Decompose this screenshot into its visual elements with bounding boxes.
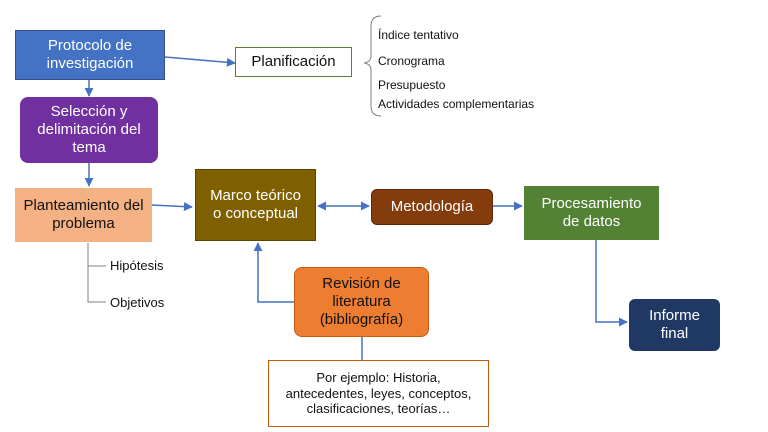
arrow-planteamiento-marco: [151, 202, 193, 212]
node-informe-label: Informe final: [649, 307, 700, 342]
tree-planteamiento-hipotesis: [87, 243, 106, 267]
arrow-procesamiento-informe: [595, 240, 628, 327]
node-protocolo-label: Protocolo de investigación: [46, 37, 134, 72]
node-planificacion: Planificación: [235, 47, 352, 77]
node-informe: Informe final: [629, 299, 720, 351]
planteamiento-item-hipotesis: Hipótesis: [110, 258, 164, 273]
planificacion-item: Índice tentativo: [378, 28, 459, 42]
node-procesamiento: Procesamiento de datos: [524, 186, 659, 240]
node-metodologia-label: Metodología: [390, 198, 474, 215]
node-seleccion: Selección y delimitación del tema: [20, 97, 158, 163]
planificacion-item: Actividades complementarias: [378, 97, 535, 111]
node-procesamiento-label: Procesamiento de datos: [541, 195, 642, 230]
node-planteamiento: Planteamiento del problema: [15, 188, 152, 242]
node-planificacion-label: Planificación: [251, 53, 336, 70]
node-marco: Marco teórico o conceptual: [195, 169, 316, 241]
node-seleccion-label: Selección y delimitación del tema: [37, 103, 141, 156]
planteamiento-item-objetivos: Objetivos: [110, 295, 165, 310]
node-metodologia: Metodología: [371, 189, 493, 225]
brace-planificacion: [363, 15, 382, 117]
arrow-protocolo-planificacion: [164, 56, 236, 67]
node-revision-label: Revisión de literatura (bibliografía): [319, 275, 404, 328]
node-protocolo: Protocolo de investigación: [15, 30, 165, 80]
node-planteamiento-label: Planteamiento del problema: [23, 197, 144, 232]
planificacion-item: Cronograma: [378, 54, 445, 68]
node-revision: Revisión de literatura (bibliografía): [294, 267, 429, 337]
node-ejemplo-label: Por ejemplo: Historia, antecedentes, ley…: [285, 370, 472, 417]
planificacion-item: Presupuesto: [378, 78, 446, 92]
node-ejemplo: Por ejemplo: Historia, antecedentes, ley…: [268, 360, 489, 427]
tree-planteamiento-objetivos: [87, 266, 106, 303]
node-marco-label: Marco teórico o conceptual: [210, 187, 301, 222]
arrow-revision-marco: [253, 242, 294, 303]
